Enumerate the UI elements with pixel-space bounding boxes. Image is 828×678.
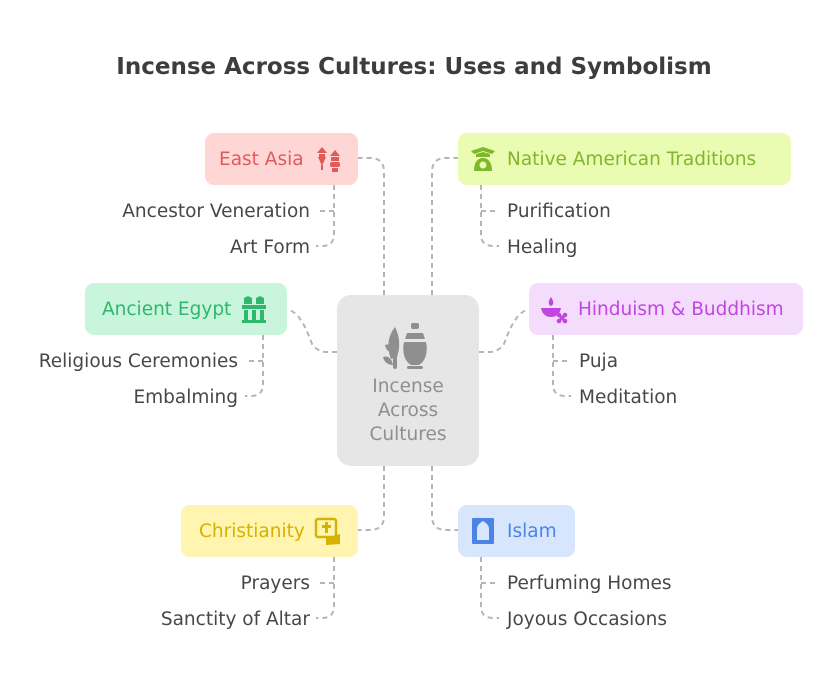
incense-icon (383, 323, 427, 369)
connector-christianity-leaves (316, 557, 335, 619)
connector-egypt-leaves (245, 335, 264, 397)
page-title: Incense Across Cultures: Uses and Symbol… (116, 54, 712, 80)
leaf-islam-2: Joyous Occasions (507, 609, 667, 630)
connector-hindu (479, 309, 530, 353)
center-label: Incense Across Cultures (369, 376, 447, 445)
connector-hindu-leaves (552, 335, 571, 397)
center-node: Incense Across Cultures (337, 295, 479, 466)
branch-native-american: Native American Traditions (458, 133, 791, 185)
leaf-egypt-2: Embalming (133, 387, 238, 408)
branch-christianity-label: Christianity (199, 520, 305, 542)
connector-egypt (286, 309, 337, 353)
leaf-native-1: Purification (507, 201, 611, 222)
connector-native-leaves (480, 185, 499, 247)
branch-christianity: Christianity (181, 505, 358, 557)
branch-ancient-egypt-label: Ancient Egypt (102, 298, 232, 320)
connector-east-asia (358, 157, 385, 295)
leaf-egypt-1: Religious Ceremonies (38, 351, 238, 372)
connector-islam-leaves (480, 557, 499, 619)
native-totem-icon (471, 147, 495, 171)
leaf-christianity-1: Prayers (240, 573, 310, 594)
connector-east-asia-leaves (316, 185, 335, 247)
leaf-east-asia-1: Ancestor Veneration (122, 201, 310, 222)
bible-cross-icon (314, 517, 340, 545)
connector-christianity (358, 466, 385, 531)
connector-native (431, 157, 458, 295)
branch-ancient-egypt: Ancient Egypt (85, 283, 287, 335)
branch-east-asia-label: East Asia (219, 148, 304, 170)
leaf-islam-1: Perfuming Homes (507, 573, 672, 594)
connector-islam (431, 466, 458, 531)
egyptian-temple-icon (242, 296, 267, 323)
diya-lotus-icon (541, 297, 568, 324)
leaf-native-2: Healing (507, 237, 578, 258)
prayer-rug-icon (472, 518, 494, 544)
lanterns-icon (316, 147, 340, 172)
branch-hinduism-buddhism: Hinduism & Buddhism (529, 283, 803, 335)
branch-hinduism-buddhism-label: Hinduism & Buddhism (578, 298, 784, 320)
leaf-east-asia-2: Art Form (230, 237, 310, 258)
leaf-christianity-2: Sanctity of Altar (160, 609, 310, 630)
branch-islam: Islam (458, 505, 575, 557)
leaf-hindu-2: Meditation (579, 387, 678, 408)
branch-islam-label: Islam (507, 520, 557, 542)
leaf-hindu-1: Puja (579, 351, 619, 372)
branch-native-american-label: Native American Traditions (507, 148, 757, 170)
branch-east-asia: East Asia (205, 133, 358, 185)
